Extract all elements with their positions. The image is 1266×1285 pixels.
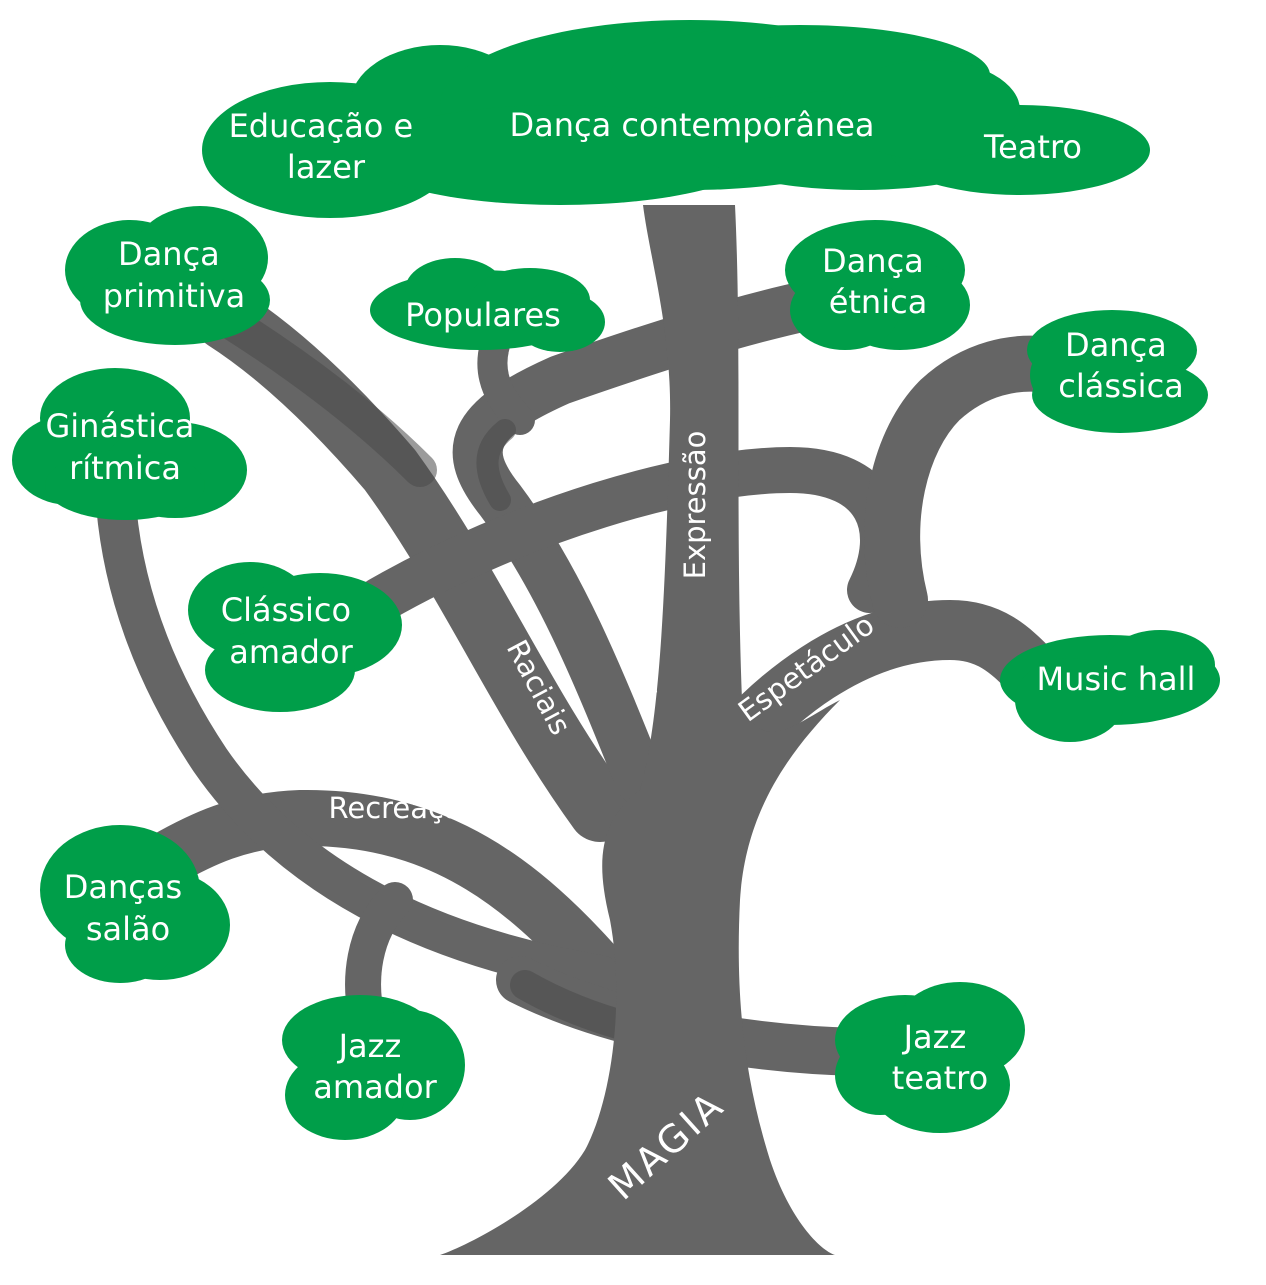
label-ginastica-line1: Ginástica [45, 407, 194, 445]
label-music-hall-line1: Music hall [1037, 660, 1196, 698]
branches [95, 280, 1078, 1076]
shadow-etnicas [476, 419, 516, 511]
leaf-primitiva [65, 206, 270, 345]
label-educacao: Educação e lazer [229, 107, 424, 186]
label-populares-line1: Populares [405, 296, 561, 334]
label-jazz-amador: Jazz amador [313, 1027, 437, 1106]
label-jazz-teatro-line1: Jazz [902, 1018, 967, 1056]
label-recreacao: Recreação [329, 791, 480, 825]
label-classica-line2: clássica [1058, 367, 1184, 405]
label-jazz-teatro-line2: teatro [892, 1059, 988, 1097]
leaf-canopy [202, 20, 1150, 218]
label-contemporanea-line1: Dança contemporânea [510, 106, 875, 144]
label-teatro: Teatro [983, 128, 1082, 166]
branch-ginastica [95, 470, 620, 995]
label-educacao-line1: Educação e [229, 107, 414, 145]
leaves [12, 20, 1220, 1140]
trunk [440, 205, 840, 1255]
leaf-classico-amador [188, 562, 402, 712]
leaf-labels: Educação e lazer Dança contemporânea Tea… [45, 106, 1195, 1106]
shadow-primitiva [213, 305, 437, 487]
label-educacao-line2: lazer [287, 148, 366, 186]
label-classico-amador-line1: Clássico [221, 591, 351, 629]
leaf-saloes [40, 825, 230, 983]
branch-classica [864, 335, 1078, 628]
leaf-music-hall [1000, 630, 1220, 742]
label-classico-amador-line2: amador [229, 633, 353, 671]
leaf-classica [1027, 310, 1208, 433]
label-ginastica: Ginástica rítmica [45, 407, 204, 487]
label-etnica: Dança étnica [822, 242, 934, 321]
label-primitiva: Dança primitiva [103, 235, 245, 315]
label-jazz-teatro: Jazz teatro [892, 1018, 988, 1097]
label-populares: Populares [405, 296, 561, 334]
label-saloes-line1: Danças [64, 868, 182, 906]
label-etnica-line1: Dança [822, 242, 924, 280]
label-teatro-line1: Teatro [983, 128, 1082, 166]
label-contemporanea: Dança contemporânea [510, 106, 875, 144]
leaf-ginastica [12, 368, 247, 520]
label-ginastica-line2: rítmica [69, 449, 181, 487]
label-primitiva-line1: Dança [118, 235, 220, 273]
label-classica: Dança clássica [1058, 326, 1184, 405]
leaf-populares [370, 258, 605, 352]
branch-recreacao [137, 789, 678, 1058]
label-classico-amador: Clássico amador [221, 591, 361, 671]
label-etnica-line2: étnica [829, 283, 928, 321]
label-primitiva-line2: primitiva [103, 277, 245, 315]
label-jazz-amador-line2: amador [313, 1068, 437, 1106]
label-saloes: Danças salão [64, 868, 193, 948]
branch-populares [477, 330, 535, 435]
leaf-jazz-teatro [835, 982, 1025, 1133]
label-classica-line1: Dança [1065, 326, 1167, 364]
leaf-jazz-amador [282, 995, 465, 1140]
label-saloes-line2: salão [86, 910, 170, 948]
leaf-etnica [785, 220, 970, 350]
label-jazz-amador-line1: Jazz [337, 1027, 402, 1065]
label-expressao: Expressão [678, 431, 712, 580]
label-music-hall: Music hall [1037, 660, 1196, 698]
